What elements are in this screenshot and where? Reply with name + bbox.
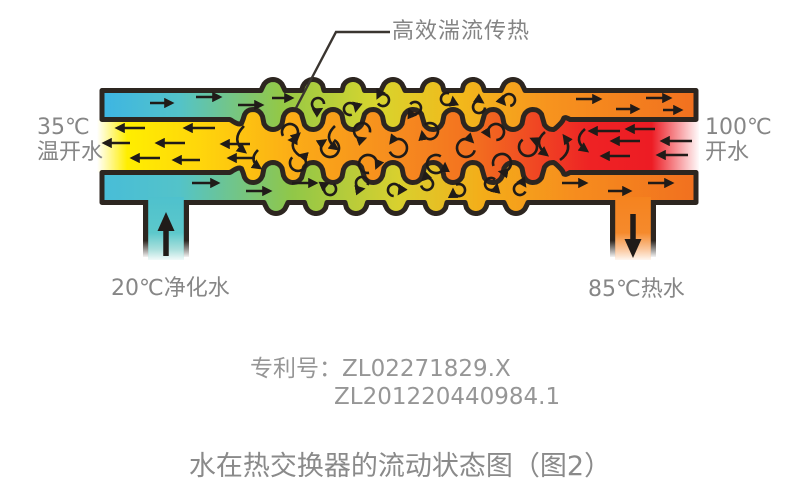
callout-label-turbulent-heat-transfer: 高效湍流传热 (392, 19, 531, 44)
right-inlet-temp: 100℃ (705, 115, 772, 140)
callout-line (294, 30, 390, 109)
flow-arrows (101, 88, 692, 198)
figure-caption: 水在热交换器的流动状态图（图2） (188, 451, 612, 482)
patent-line1: 专利号：ZL02271829.X (250, 356, 511, 382)
bottom-outlet-label: 85℃热水 (588, 277, 685, 302)
right-inlet-label: 100℃ 开水 (705, 115, 772, 165)
left-outlet-label: 35℃ 温开水 (37, 115, 103, 165)
left-outlet-temp: 35℃ (37, 115, 90, 140)
right-inlet-name: 开水 (705, 140, 750, 166)
left-outlet-name: 温开水 (37, 140, 104, 166)
bottom-inlet-label: 20℃净化水 (111, 276, 230, 301)
patent-numbers: 专利号：ZL02271829.X ZL201220440984.1 (250, 355, 560, 411)
channels (97, 77, 699, 216)
patent-line2: ZL201220440984.1 (334, 384, 561, 411)
pipes (143, 197, 656, 260)
